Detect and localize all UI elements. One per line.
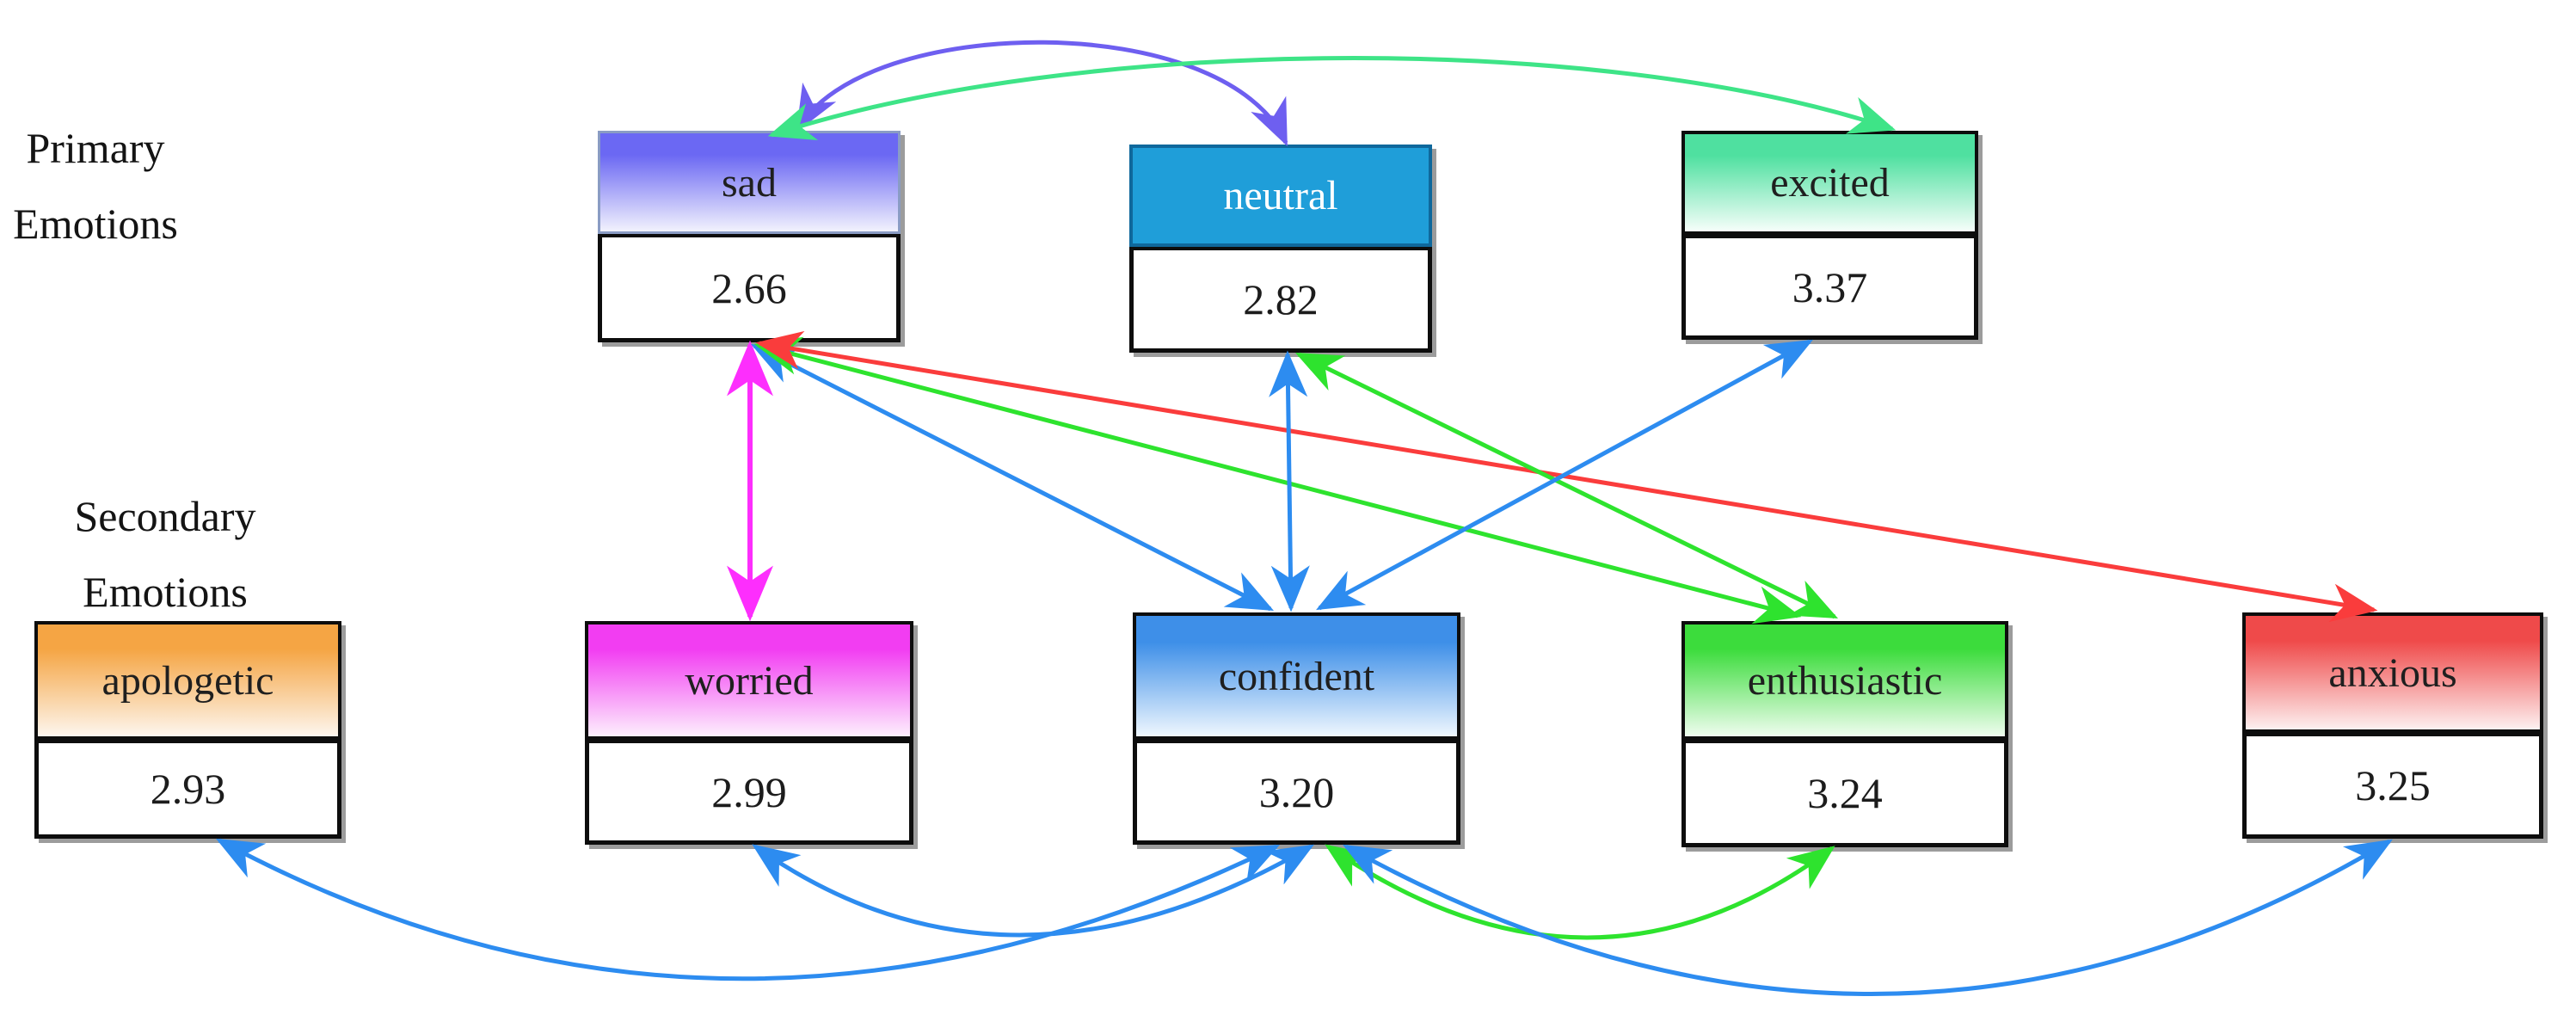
node-sad: sad 2.66 <box>598 131 901 342</box>
emotion-value-sad: 2.66 <box>711 263 787 312</box>
secondary-emotions-line2: Emotions <box>83 568 248 616</box>
emotion-value-box-worried: 2.99 <box>585 740 913 845</box>
node-excited: excited 3.37 <box>1681 131 1978 340</box>
primary-emotions-line1: Primary <box>26 124 165 172</box>
emotion-header-worried: worried <box>585 621 913 740</box>
emotion-value-box-excited: 3.37 <box>1681 235 1978 340</box>
emotion-value-anxious: 3.25 <box>2355 761 2431 809</box>
edge-excited-confident <box>1316 339 1813 611</box>
emotion-value-box-anxious: 3.25 <box>2242 733 2543 839</box>
emotion-value-worried: 2.99 <box>711 767 787 816</box>
emotion-label: enthusiastic <box>1747 657 1943 704</box>
emotion-value-apologetic: 2.93 <box>150 765 226 813</box>
emotion-label: anxious <box>2328 649 2457 696</box>
emotion-header-apologetic: apologetic <box>34 621 341 740</box>
primary-emotions-line2: Emotions <box>13 200 178 248</box>
emotion-value-box-sad: 2.66 <box>598 234 901 342</box>
node-worried: worried 2.99 <box>585 621 913 845</box>
emotion-value-box-apologetic: 2.93 <box>34 740 341 839</box>
emotion-header-neutral: neutral <box>1129 145 1432 247</box>
emotion-value-enthusiastic: 3.24 <box>1807 769 1883 817</box>
edge-sad-excited <box>767 56 1897 141</box>
node-enthusiastic: enthusiastic 3.24 <box>1681 621 2008 847</box>
edge-neutral-confident <box>1269 350 1310 612</box>
emotion-value-excited: 3.37 <box>1792 262 1868 311</box>
edge-confident-anxious <box>1343 839 2393 996</box>
node-apologetic: apologetic 2.93 <box>34 621 341 839</box>
emotion-label: confident <box>1218 653 1375 699</box>
edge-sad-neutral <box>796 40 1288 147</box>
emotion-label: sad <box>722 159 777 206</box>
emotion-header-confident: confident <box>1133 612 1460 740</box>
edge-neutral-enthusiastic <box>1294 352 1839 619</box>
primary-emotions-label: Primary Emotions <box>9 110 181 261</box>
node-anxious: anxious 3.25 <box>2242 612 2543 839</box>
node-confident: confident 3.20 <box>1133 612 1460 845</box>
emotion-header-sad: sad <box>598 131 901 234</box>
emotion-value-confident: 3.20 <box>1258 767 1335 816</box>
edge-sad-confident <box>750 343 1275 612</box>
emotion-label: worried <box>685 657 814 704</box>
emotion-value-box-confident: 3.20 <box>1133 740 1460 845</box>
secondary-emotions-label: Secondary Emotions <box>40 478 290 630</box>
emotion-label: neutral <box>1223 173 1338 218</box>
edge-confident-enthusiastic <box>1325 844 1835 940</box>
node-neutral: neutral 2.82 <box>1129 145 1432 353</box>
emotion-value-box-enthusiastic: 3.24 <box>1681 740 2008 847</box>
emotion-header-enthusiastic: enthusiastic <box>1681 621 2008 740</box>
emotion-value-box-neutral: 2.82 <box>1129 247 1432 353</box>
emotion-header-excited: excited <box>1681 131 1978 235</box>
emotion-label: excited <box>1770 160 1890 206</box>
edge-apologetic-confident <box>216 838 1281 981</box>
emotion-header-anxious: anxious <box>2242 612 2543 733</box>
emotion-label: apologetic <box>101 657 274 704</box>
edge-sad-enthusiastic <box>753 336 1802 624</box>
emotion-value-neutral: 2.82 <box>1243 275 1319 323</box>
edge-sad-anxious <box>755 330 2378 623</box>
secondary-emotions-line1: Secondary <box>74 492 256 540</box>
edge-worried-confident <box>752 844 1314 938</box>
